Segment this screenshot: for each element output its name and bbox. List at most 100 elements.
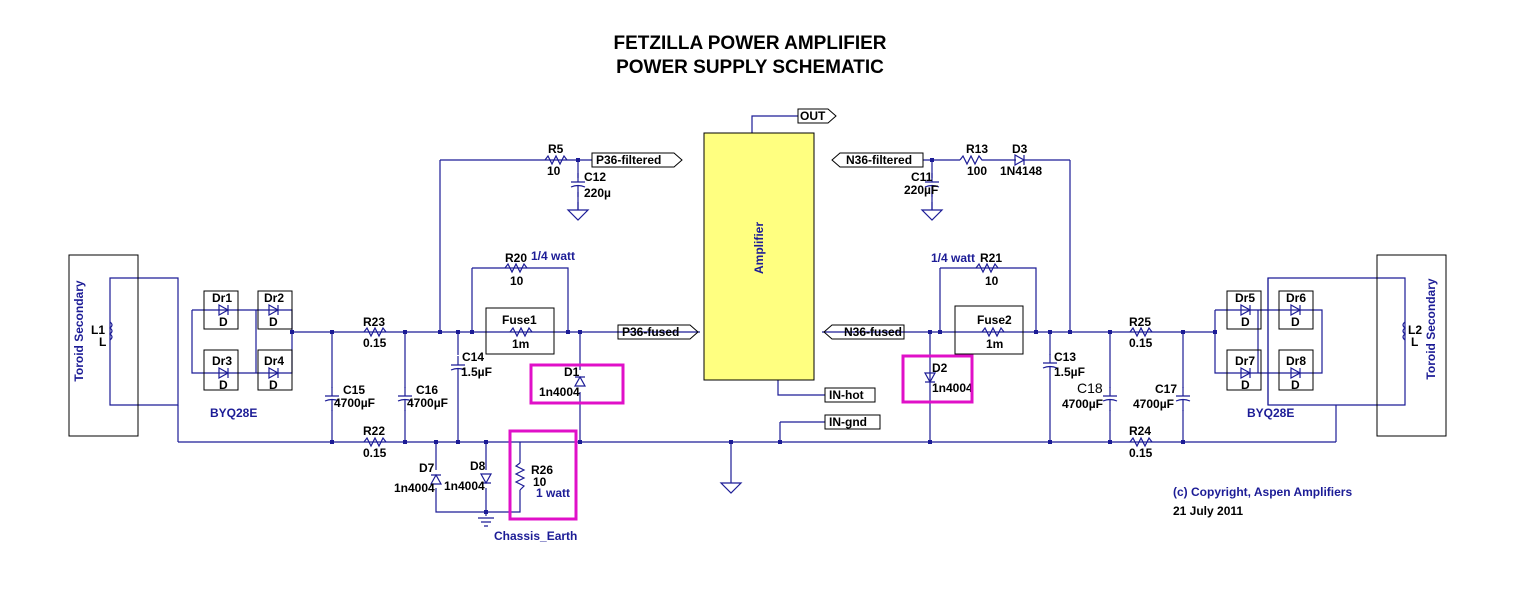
toroid-secondary-left: [68, 254, 139, 437]
c11-ref: C11: [911, 170, 933, 184]
r13-val: 100: [967, 164, 987, 178]
r22-ref: R22: [363, 424, 385, 438]
l1-coil-icon: [109, 321, 113, 341]
d3-val: 1N4148: [1000, 164, 1042, 178]
c16-ref: C16: [416, 383, 438, 397]
toroid-secondary-left-label: Toroid Secondary: [72, 280, 86, 381]
dr8-ref: Dr8: [1286, 354, 1306, 368]
r13-ref: R13: [966, 142, 988, 156]
r26-note: 1 watt: [536, 486, 570, 500]
dr7-val: D: [1241, 378, 1250, 392]
r20-ref: R20: [505, 251, 527, 265]
r20-val: 10: [510, 274, 524, 288]
d2-highlight: [901, 354, 974, 404]
dr1-ref: Dr1: [212, 291, 232, 305]
dr3-ref: Dr3: [212, 354, 232, 368]
r26-highlight: [508, 429, 578, 521]
port-n36-filtered: N36-filtered: [831, 152, 924, 168]
r26-resistor-icon: [514, 462, 526, 491]
dr5-val: D: [1241, 315, 1250, 329]
c12-ref: C12: [584, 170, 606, 184]
port-in-hot: IN-hot: [824, 387, 876, 403]
bridge-right-part: BYQ28E: [1247, 406, 1294, 420]
bridge-left: Dr1 D Dr2 D Dr3 D Dr4 D BYQ28E: [203, 290, 293, 420]
c12-capacitor-icon: [570, 172, 586, 198]
d1-val: 1n4004: [539, 385, 580, 399]
title-line-1: FETZILLA POWER AMPLIFIER: [613, 33, 886, 54]
chassis-earth-icon: [478, 517, 494, 527]
l2-coil-icon: [1402, 321, 1406, 341]
r21-note: 1/4 watt: [931, 251, 975, 265]
r22-resistor-icon: [363, 436, 387, 448]
l1-val: L: [99, 335, 106, 349]
r23-resistor-icon: [363, 326, 387, 338]
d7-val: 1n4004: [394, 481, 435, 495]
date-text: 21 July 2011: [1173, 504, 1243, 518]
svg-text:IN-hot: IN-hot: [829, 388, 864, 402]
r5-resistor-icon: [544, 154, 568, 166]
r25-resistor-icon: [1129, 326, 1153, 338]
r21-ref: R21: [980, 251, 1002, 265]
fuse2-val: 1m: [986, 337, 1003, 351]
chassis-earth-label: Chassis_Earth: [494, 529, 577, 543]
copyright-text: (c) Copyright, Aspen Amplifiers: [1173, 485, 1352, 499]
r22-val: 0.15: [363, 446, 387, 460]
port-p36-fused: P36-fused: [617, 324, 699, 340]
dr3-val: D: [219, 378, 228, 392]
svg-text:OUT: OUT: [800, 109, 826, 123]
c14-val: 1.5µF: [461, 365, 492, 379]
d7-ref: D7: [419, 461, 435, 475]
r23-val: 0.15: [363, 336, 387, 350]
c15-ref: C15: [343, 383, 365, 397]
r23-ref: R23: [363, 315, 385, 329]
c18-ref: C18: [1077, 380, 1103, 396]
d1-highlight: [529, 363, 625, 405]
svg-text:P36-filtered: P36-filtered: [596, 153, 661, 167]
r24-val: 0.15: [1129, 446, 1153, 460]
c18-capacitor-icon: [1102, 386, 1118, 412]
fuse1-icon: [509, 326, 533, 338]
r20-note: 1/4 watt: [531, 249, 575, 263]
svg-text:P36-fused: P36-fused: [622, 325, 679, 339]
svg-text:N36-filtered: N36-filtered: [846, 153, 912, 167]
junction-dots: [290, 158, 1217, 514]
title-line-2: POWER SUPPLY SCHEMATIC: [616, 57, 884, 78]
c17-val: 4700µF: [1133, 397, 1174, 411]
amplifier-label: Amplifier: [752, 222, 766, 274]
fuse2-box: [954, 305, 1024, 355]
d1-ref: D1: [564, 365, 580, 379]
c18-val: 4700µF: [1062, 397, 1103, 411]
toroid-secondary-right-label: Toroid Secondary: [1424, 278, 1438, 379]
c17-ref: C17: [1155, 382, 1177, 396]
c17-capacitor-icon: [1175, 386, 1191, 412]
dr2-ref: Dr2: [264, 291, 284, 305]
l1-ref: L1: [91, 323, 105, 337]
r24-resistor-icon: [1129, 436, 1153, 448]
r25-val: 0.15: [1129, 336, 1153, 350]
r21-resistor-icon: [975, 262, 999, 274]
bridge-right: Dr5 D Dr6 D Dr7 D Dr8 D BYQ28E: [1226, 290, 1314, 420]
d8-ref: D8: [470, 459, 486, 473]
dr4-val: D: [269, 378, 278, 392]
c12-ground-icon: [567, 201, 589, 221]
r25-ref: R25: [1129, 315, 1151, 329]
dr5-ref: Dr5: [1235, 291, 1255, 305]
r26-val: 10: [533, 475, 547, 489]
port-in-gnd: IN-gnd: [824, 414, 881, 430]
port-out: OUT: [797, 108, 837, 124]
dr8-val: D: [1291, 378, 1300, 392]
fuse1-val: 1m: [512, 337, 529, 351]
r26-ref: R26: [531, 463, 553, 477]
r21-val: 10: [985, 274, 999, 288]
port-p36-filtered: P36-filtered: [591, 152, 683, 168]
wiring: [109, 115, 1406, 516]
fuse1-box: [485, 307, 555, 355]
toroid-secondary-right: [1376, 254, 1447, 437]
r24-ref: R24: [1129, 424, 1151, 438]
amplifier-ground-icon: [720, 474, 742, 494]
d8-val: 1n4004: [444, 479, 485, 493]
c13-ref: C13: [1054, 350, 1076, 364]
dr2-val: D: [269, 315, 278, 329]
c16-val: 4700µF: [407, 396, 448, 410]
